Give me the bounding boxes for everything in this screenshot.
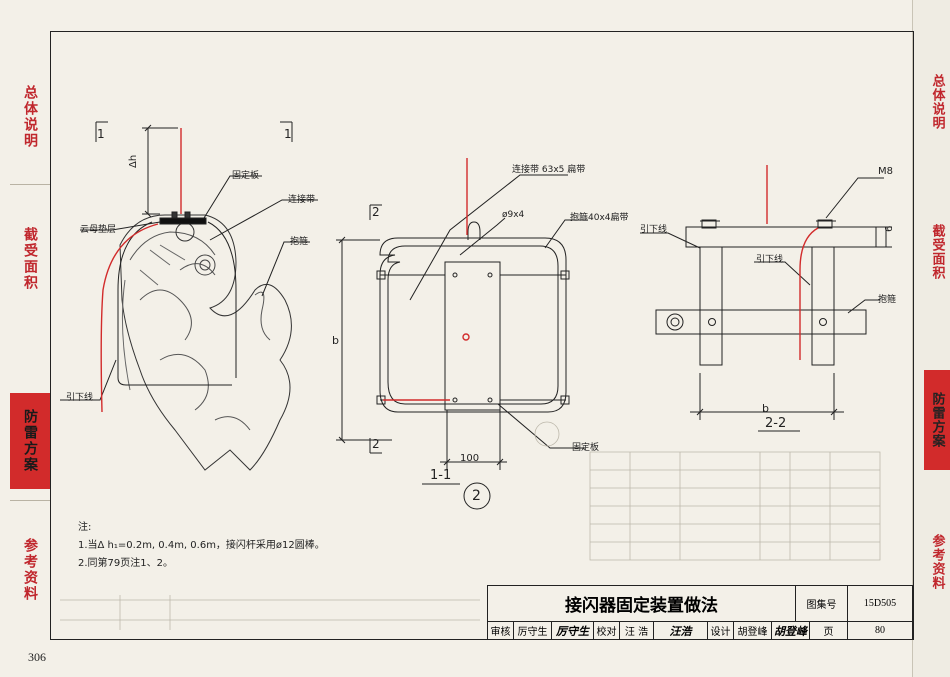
atlas-label: 图集号 (796, 586, 848, 622)
checker-signature: 汪浩 (654, 622, 708, 640)
edge-tab-area: 截受面积 (929, 224, 945, 280)
check-label: 校对 (594, 622, 620, 640)
label-down-conductor-right-2: 引下线 (756, 255, 784, 265)
sidebar-tab-area[interactable]: 截受面积 (22, 227, 38, 291)
sidebar-tab-reference[interactable]: 参考资料 (22, 538, 38, 602)
detail-number: 2 (472, 488, 481, 504)
review-label: 审核 (488, 622, 514, 640)
drawing-title: 接闪器固定装置做法 (488, 586, 796, 622)
page-label: 页 (810, 622, 848, 640)
label-mica-pad: 云母垫层 (80, 225, 117, 235)
label-connecting-strip-left: 连接带 (288, 195, 316, 205)
section-mark-2-bottom: 2 (372, 437, 380, 451)
section-mark-1-left: 1 (97, 127, 105, 141)
dim-100: 100 (460, 453, 480, 464)
label-m8: M8 (878, 166, 893, 177)
sidebar-divider (10, 184, 50, 185)
reviewer-signature: 厉守生 (552, 622, 594, 640)
dim-b-right: b (762, 402, 769, 415)
drawing-frame (50, 31, 914, 640)
view-label-2-2: 2-2 (765, 416, 787, 431)
label-down-conductor-left: 引下线 (66, 393, 94, 403)
designer-signature: 胡登峰 (772, 622, 810, 640)
dim-b-mid: b (332, 334, 339, 347)
label-hole: ø9x4 (502, 210, 525, 220)
title-block: 接闪器固定装置做法 图集号 15D505 审核 厉守生 厉守生 校对 汪 浩 汪… (487, 585, 913, 640)
atlas-number: 15D505 (848, 586, 913, 622)
label-fixing-plate-left: 固定板 (232, 171, 260, 181)
label-down-conductor-right-1: 引下线 (640, 225, 668, 235)
edge-tab-lightning-scheme: 防雷方案 (924, 370, 950, 470)
reviewer-name: 厉守生 (514, 622, 552, 640)
sidebar-tab-overview[interactable]: 总体说明 (22, 85, 38, 149)
label-connecting-strip-mid: 连接带 63x5 扁带 (512, 165, 586, 175)
sidebar-divider (10, 500, 50, 501)
edge-tab-overview: 总体说明 (929, 74, 945, 130)
sidebar-tab-lightning-scheme[interactable]: 防雷方案 (10, 393, 50, 489)
next-page-edge (912, 0, 950, 677)
section-mark-2-top: 2 (372, 205, 380, 219)
designer-name: 胡登峰 (734, 622, 772, 640)
edge-tab-reference: 参考资料 (929, 534, 945, 590)
section-mark-1-right: 1 (284, 127, 292, 141)
page-number: 80 (848, 622, 913, 640)
label-clamp-left: 抱箍 (290, 237, 309, 247)
view-label-1-1: 1-1 (430, 468, 452, 483)
dim-delta-h: Δh (128, 154, 139, 168)
ornament-sketch (119, 214, 292, 471)
design-label: 设计 (708, 622, 734, 640)
book-page-number: 306 (28, 650, 46, 664)
label-clamp-right: 抱箍 (878, 295, 897, 305)
notes-line-1: 1.当Δ h₁=0.2m, 0.4m, 0.6m，接闪杆采用ø12圆棒。 (78, 540, 325, 551)
notes-line-2: 2.同第79页注1、2。 (78, 558, 173, 569)
notes-heading: 注: (78, 522, 92, 533)
dim-6: 6 (884, 225, 895, 232)
label-clamp-strip: 抱箍40x4扁带 (570, 213, 629, 223)
checker-name: 汪 浩 (620, 622, 654, 640)
label-fixing-plate-mid: 固定板 (572, 443, 600, 453)
